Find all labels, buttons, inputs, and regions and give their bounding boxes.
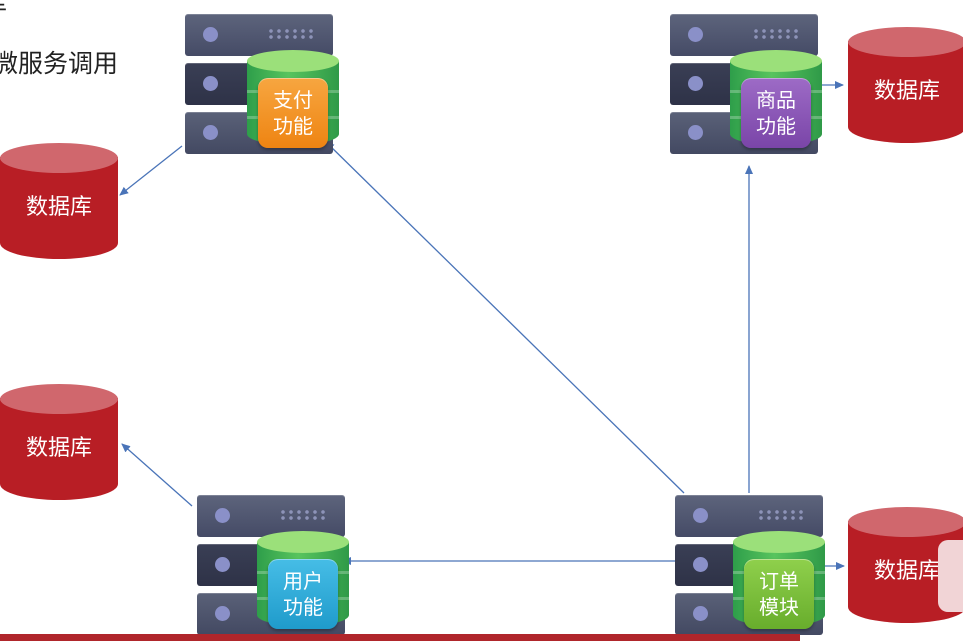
- product-server: 商品 功能: [670, 14, 822, 156]
- database-left-top: 数据库: [0, 143, 118, 263]
- user-server: 用户 功能: [197, 495, 349, 637]
- database-label: 数据库: [25, 436, 92, 461]
- user-function-box: 用户 功能: [268, 559, 338, 629]
- database-label: 数据库: [873, 79, 940, 104]
- function-cylinder: 订单 模块: [733, 531, 825, 637]
- database-left-bottom: 数据库: [0, 384, 118, 504]
- status-led-icon: [203, 27, 218, 42]
- status-led-icon: [693, 557, 708, 572]
- rack-unit: [675, 495, 823, 537]
- payment-server: 支付 功能: [185, 14, 339, 156]
- corner-decoration: [938, 540, 963, 612]
- status-led-icon: [215, 606, 230, 621]
- vent-icon: [279, 509, 327, 521]
- payment-function-box: 支付 功能: [258, 78, 328, 148]
- status-led-icon: [688, 27, 703, 42]
- user-function-label: 用户 功能: [283, 569, 323, 619]
- status-led-icon: [215, 508, 230, 523]
- arrow-user-to-db: [121, 443, 193, 507]
- order-module-box: 订单 模块: [744, 559, 814, 629]
- status-led-icon: [693, 508, 708, 523]
- payment-function-label: 支付 功能: [273, 88, 313, 138]
- order-module-label: 订单 模块: [759, 569, 799, 619]
- vent-icon: [267, 28, 315, 40]
- rack-unit: [197, 495, 345, 537]
- status-led-icon: [215, 557, 230, 572]
- status-led-icon: [203, 125, 218, 140]
- status-led-icon: [688, 125, 703, 140]
- rack-unit: [670, 14, 818, 56]
- order-server: 订单 模块: [675, 495, 825, 637]
- slide-accent-bar: [0, 634, 800, 641]
- status-led-icon: [688, 76, 703, 91]
- database-label: 数据库: [873, 559, 940, 584]
- function-cylinder: 用户 功能: [257, 531, 349, 637]
- vent-icon: [757, 509, 805, 521]
- arrow-order-to-payment: [325, 141, 685, 494]
- function-cylinder: 商品 功能: [730, 50, 822, 156]
- vent-icon: [752, 28, 800, 40]
- database-right-top: 数据库: [848, 27, 963, 147]
- product-function-label: 商品 功能: [756, 88, 796, 138]
- rack-unit: [185, 14, 333, 56]
- function-cylinder: 支付 功能: [247, 50, 339, 156]
- status-led-icon: [203, 76, 218, 91]
- arrow-payment-to-db: [119, 145, 183, 196]
- clipped-subheading-text: 微服务调用: [0, 49, 119, 78]
- status-led-icon: [693, 606, 708, 621]
- clipped-heading-text: 库: [0, 0, 7, 20]
- database-label: 数据库: [25, 195, 92, 220]
- product-function-box: 商品 功能: [741, 78, 811, 148]
